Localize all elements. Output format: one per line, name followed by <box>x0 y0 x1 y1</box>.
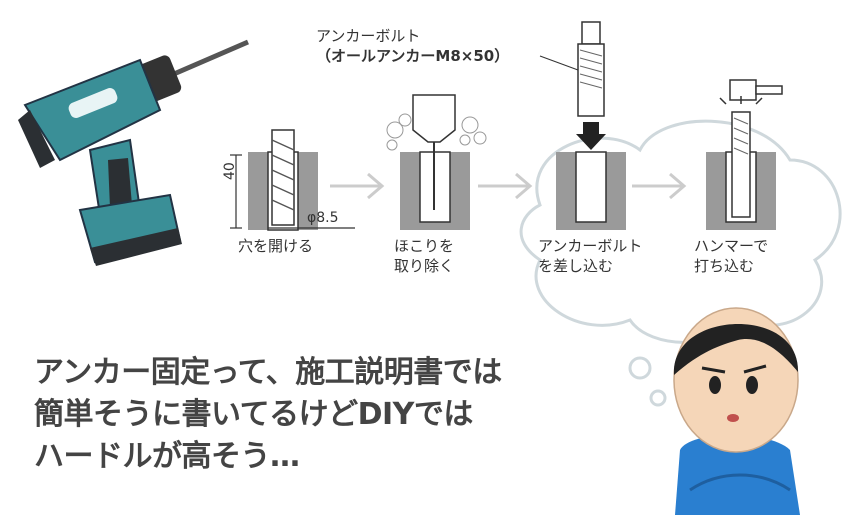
step4-hammer-diagram <box>706 79 783 230</box>
step3-label: アンカーボルト を差し込む <box>538 237 643 275</box>
anchor-bolt-callout: アンカーボルト （オールアンカーM8×50） <box>316 26 509 66</box>
anchor-bolt-callout-name: アンカーボルト <box>316 27 421 45</box>
step4-label: ハンマーで 打ち込む <box>694 237 769 275</box>
anchor-bolt-callout-model: （オールアンカーM8×50） <box>316 47 510 65</box>
diameter-dimension-label: φ8.5 <box>307 210 339 226</box>
power-drill-illustration <box>18 39 249 266</box>
step1-label: 穴を開ける <box>238 237 314 255</box>
step1-hole-diagram <box>230 129 355 231</box>
worried-person-illustration <box>673 307 800 515</box>
step2-dust-diagram <box>386 94 487 230</box>
process-arrows <box>330 172 687 200</box>
step2-label: ほこりを 取り除く <box>394 237 455 275</box>
depth-dimension-label: 40 <box>222 162 238 180</box>
main-caption: アンカー固定って、施工説明書では 簡単そうに書いてるけどDIYでは ハードルが高… <box>34 355 502 474</box>
step3-insert-diagram <box>539 21 626 230</box>
